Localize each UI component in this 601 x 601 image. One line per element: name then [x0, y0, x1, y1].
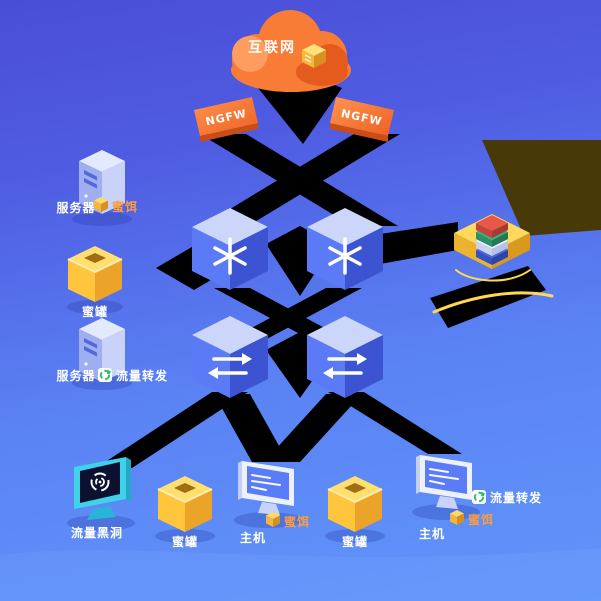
cube-right-face — [230, 227, 268, 290]
connector-segment — [380, 222, 458, 264]
honeypot-label: 蜜罐 — [342, 534, 368, 549]
monitor-edge — [238, 461, 242, 500]
server-bottom-label: 服务器 — [56, 368, 95, 383]
dark-block — [482, 140, 601, 236]
monitor-edge — [126, 457, 131, 502]
recycle-arrows-icon — [472, 490, 486, 504]
cube-left-face — [307, 335, 345, 398]
forward-tag: 流量转发 — [116, 368, 168, 383]
yellow-swoosh — [455, 269, 531, 282]
yellow-swoosh — [432, 291, 554, 314]
honeypot-left-column — [67, 246, 123, 302]
banner-face — [194, 97, 258, 136]
lan-switch-left — [192, 316, 268, 398]
host-monitor-right — [416, 455, 472, 509]
honeypot-bottom-right — [327, 476, 383, 532]
banner-edge — [200, 123, 258, 142]
monitor-edge — [416, 455, 420, 494]
forward-tag: 流量转发 — [490, 490, 542, 505]
connector-segment — [264, 394, 362, 462]
crate-slot — [84, 253, 106, 263]
background-wave — [0, 548, 601, 601]
host-monitor-left — [238, 461, 294, 515]
gold-box-icon — [94, 197, 108, 212]
cube-right-face — [345, 227, 383, 290]
gold-stack-icon — [302, 44, 326, 68]
blackhole-monitor — [74, 457, 131, 520]
honeypot-label: 蜜罐 — [172, 534, 198, 549]
crate-slot — [344, 483, 366, 493]
monitor-stand — [258, 502, 280, 515]
exchange-arrows-icon — [323, 353, 367, 379]
recycle-arrows-icon — [98, 368, 112, 382]
starburst-hub-icon — [213, 237, 247, 275]
bait-tag: 蜜饵 — [468, 512, 494, 527]
exchange-arrows-icon — [208, 353, 252, 379]
hub-switch-right — [307, 208, 383, 290]
cube-right-face — [230, 335, 268, 398]
cube-left-face — [307, 227, 345, 290]
server-top — [79, 150, 125, 214]
bait-tag: 蜜饵 — [112, 199, 138, 214]
honeypot-bottom-left — [157, 476, 213, 532]
connector-segment — [96, 392, 248, 468]
internet-label: 互联网 — [248, 40, 296, 56]
server-bottom — [79, 318, 125, 382]
connector-segment — [202, 134, 400, 226]
connector-segment — [214, 394, 288, 462]
cube-left-face — [192, 335, 230, 398]
gold-box-icon — [266, 512, 280, 527]
right-platform-group — [432, 140, 601, 314]
bait-tag: 蜜饵 — [284, 514, 310, 529]
lan-switch-right — [307, 316, 383, 398]
monitor-stand — [87, 506, 116, 520]
hub-switch-left — [192, 208, 268, 290]
server-top-label: 服务器 — [56, 200, 95, 215]
vortex-icon — [90, 472, 110, 492]
cube-right-face — [345, 335, 383, 398]
cube-left-face — [192, 227, 230, 290]
monitor-stand — [436, 496, 458, 509]
banner-face — [330, 97, 394, 136]
ngfw-banner-right: NGFW — [330, 97, 394, 142]
crate-slot — [174, 483, 196, 493]
gold-box-icon — [450, 510, 464, 525]
host-label: 主机 — [240, 530, 266, 545]
ngfw-banner-left: NGFW — [194, 97, 258, 142]
internet-cloud: 互联网 — [231, 10, 351, 92]
connector-segment — [328, 392, 462, 454]
starburst-hub-icon — [328, 237, 362, 275]
blackhole-label: 流量黑洞 — [71, 525, 123, 540]
banner-edge — [330, 123, 388, 142]
cloud-highlight — [232, 36, 268, 72]
host-label: 主机 — [419, 526, 445, 541]
honeypot-label: 蜜罐 — [82, 304, 108, 319]
layered-stack-icon — [476, 215, 508, 265]
